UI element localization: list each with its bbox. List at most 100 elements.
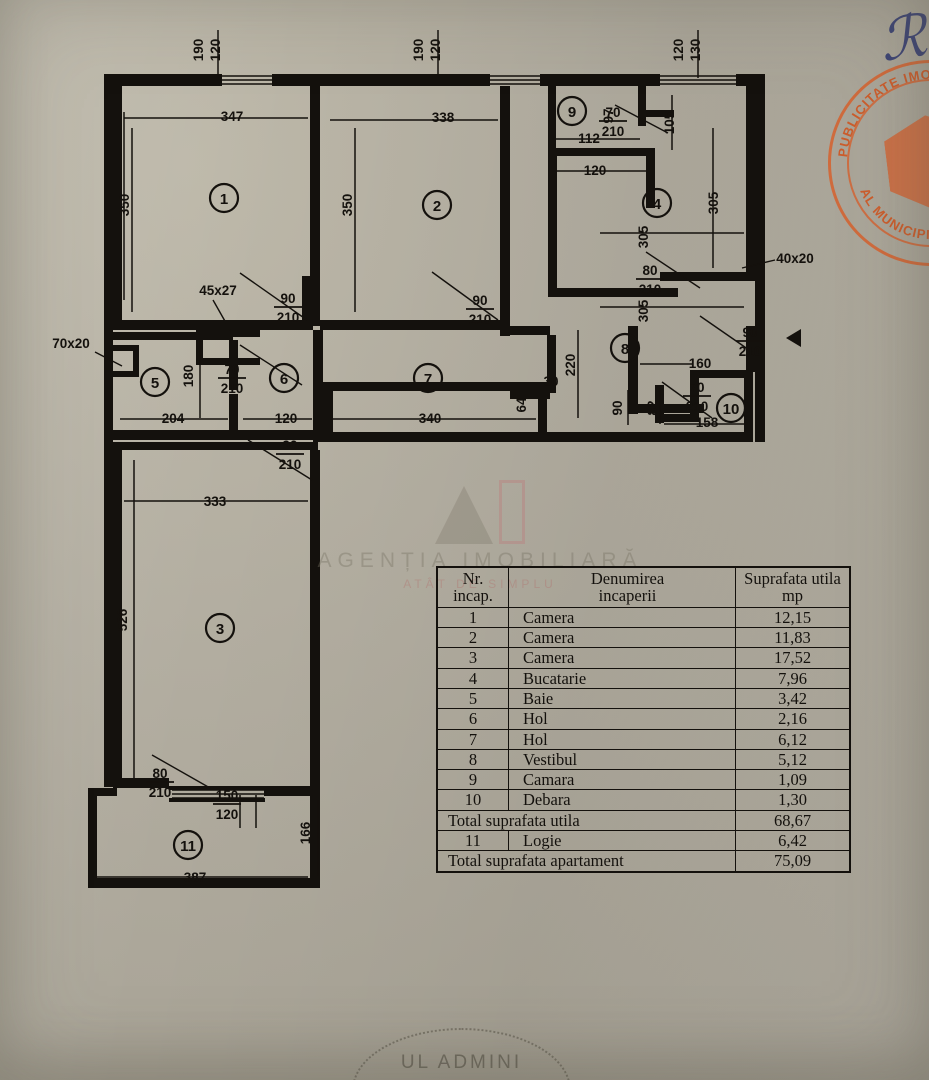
- header-nr-line2: incap.: [453, 586, 493, 606]
- opening-width: 90: [280, 291, 295, 306]
- dimension-label: 338: [432, 110, 455, 125]
- cell-name: Camera: [508, 606, 736, 628]
- direction-marker-icon: [786, 329, 801, 347]
- dimension-label: 387: [184, 870, 207, 885]
- cell-nr: 7: [436, 728, 509, 750]
- cell-area: 1,30: [735, 789, 851, 811]
- total-apartament-row-value: 75,09: [735, 850, 851, 873]
- opening-height: 210: [602, 124, 625, 139]
- dimension-label: 350: [117, 194, 132, 217]
- header-name-line2: incaperii: [598, 586, 657, 606]
- room-marker-1: 1: [208, 182, 240, 214]
- opening-height: 120: [428, 39, 443, 62]
- cell-area: 12,15: [735, 606, 851, 628]
- dimension-label: 220: [563, 354, 578, 377]
- table-header-row: Nr. incap. Denumirea incaperii Suprafata…: [436, 566, 851, 608]
- opening-width: 190: [191, 39, 206, 62]
- cell-name: Hol: [508, 728, 736, 750]
- total-utila-row-value: 68,67: [735, 809, 851, 832]
- cell-area: 5,12: [735, 748, 851, 771]
- header-area-line1: Suprafata utila: [744, 569, 841, 588]
- opening-height: 210: [277, 310, 300, 325]
- opening-width: 70: [689, 380, 704, 395]
- room-number: 7: [424, 371, 432, 388]
- opening-height: 120: [216, 807, 239, 822]
- cell-nr: 10: [436, 789, 509, 811]
- opening-height: 120: [208, 39, 223, 62]
- cell-nr: 11: [436, 830, 509, 852]
- header-area: Suprafata utila mp: [735, 566, 851, 608]
- cell-nr: 3: [436, 647, 509, 669]
- dimension-label: 333: [204, 494, 227, 509]
- room-number: 11: [180, 838, 196, 855]
- opening-width: 80: [642, 263, 657, 278]
- cell-area: 3,42: [735, 687, 851, 710]
- opening-width: 70: [605, 105, 620, 120]
- cell-nr: 8: [436, 748, 509, 771]
- room-marker-7: 7: [412, 362, 444, 394]
- opening-width: 150: [216, 788, 239, 803]
- room-number: 1: [220, 191, 228, 208]
- cell-nr: 1: [436, 606, 509, 628]
- dimension-label: 90: [610, 400, 625, 415]
- opening-height: 210: [639, 282, 662, 297]
- dimension-label: 166: [298, 821, 313, 844]
- cell-area: 6,12: [735, 728, 851, 750]
- header-name-line1: Denumirea: [590, 569, 665, 588]
- cell-nr: 4: [436, 667, 509, 689]
- opening-height: 210: [221, 381, 244, 396]
- leader-lines: [94, 104, 776, 789]
- opening-width: 80: [152, 766, 167, 781]
- dimension-label: 105: [662, 111, 677, 134]
- room-area-table: Nr. incap. Denumirea incaperii Suprafata…: [436, 566, 851, 873]
- cell-area: 7,96: [735, 667, 851, 689]
- room-number: 8: [621, 341, 629, 358]
- dimension-lines: [96, 30, 748, 878]
- cell-name: Bucatarie: [508, 667, 736, 689]
- opening-height: 210: [686, 399, 709, 414]
- header-nr-line1: Nr.: [462, 569, 484, 588]
- cell-area: 17,52: [735, 647, 851, 669]
- cell-nr: 5: [436, 687, 509, 710]
- cell-nr: 2: [436, 626, 509, 649]
- dimension-label: 30: [543, 374, 558, 389]
- dimension-label: 64: [514, 397, 529, 413]
- dimension-label: 340: [419, 411, 442, 426]
- vent-label: 70x20: [52, 336, 90, 351]
- cell-area: 6,42: [735, 830, 851, 852]
- dimension-label: 347: [221, 109, 244, 124]
- opening-width: 70: [224, 362, 239, 377]
- room-marker-2: 2: [421, 189, 453, 221]
- room-marker-5: 5: [139, 366, 171, 398]
- total-apartament-row-label: Total suprafata apartament: [436, 850, 736, 873]
- opening-width: 120: [671, 39, 686, 62]
- room-marker-9: 9: [556, 95, 588, 127]
- cell-area: 11,83: [735, 626, 851, 649]
- dimension-label: 305: [636, 225, 651, 248]
- header-area-line2: mp: [781, 586, 804, 606]
- cell-nr: 6: [436, 708, 509, 730]
- cell-name: Vestibul: [508, 748, 736, 771]
- room-number: 4: [653, 196, 662, 213]
- room-number: 2: [433, 198, 441, 215]
